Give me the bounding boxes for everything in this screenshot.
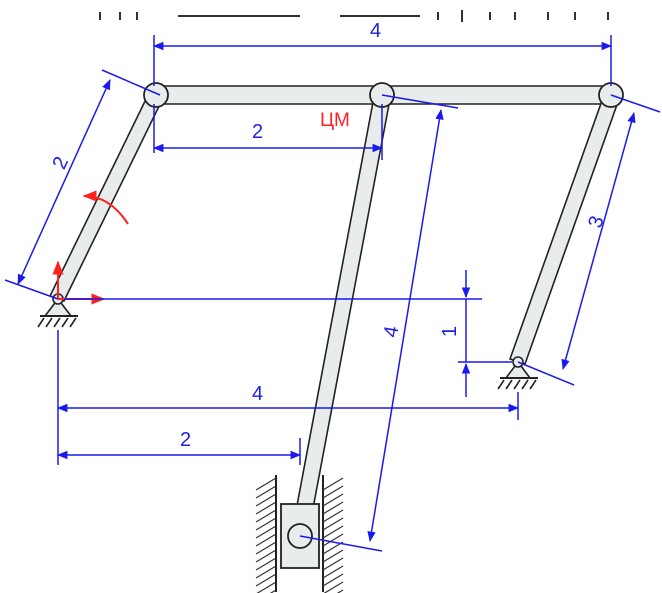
hatch-line [322, 485, 344, 499]
hatch-line [322, 501, 344, 515]
hatch-line [322, 525, 344, 539]
hatch-line [255, 485, 277, 499]
hatch-line [322, 509, 344, 523]
link-slider-rod [291, 96, 391, 536]
hatch-line [269, 589, 277, 593]
label-left-crank: 2 [48, 153, 73, 172]
hatch-line [323, 581, 344, 593]
link-left-crank [48, 92, 165, 302]
joints [143, 82, 624, 549]
hatch-line [256, 581, 277, 593]
label-slider-offset: 2 [180, 429, 191, 451]
label-top-length: 4 [370, 20, 381, 42]
hatch-line [255, 517, 277, 531]
hatch-line [255, 541, 277, 555]
hatch-line [255, 557, 277, 571]
pin-support-icon [497, 356, 538, 390]
hatch-line [255, 565, 277, 579]
hatch-line [322, 493, 344, 507]
mechanism-links [48, 85, 621, 536]
hatch-line [255, 533, 277, 547]
cropped-header-fragment [99, 10, 609, 22]
label-center-of-mass: ЦМ [320, 110, 350, 131]
hatch-line [255, 573, 277, 587]
hatch-line [322, 477, 344, 491]
hatch-line [255, 501, 277, 515]
label-ground-span: 4 [252, 383, 263, 405]
hatch-line [255, 477, 277, 491]
hatch-line [255, 509, 277, 523]
hatch-line [255, 549, 277, 563]
label-slider-rod: 4 [380, 324, 404, 339]
hatch-line [322, 557, 344, 571]
hatch-line [255, 525, 277, 539]
hatch-line [255, 493, 277, 507]
hatch-line [322, 573, 344, 587]
hatch-line [322, 565, 344, 579]
label-cm-offset: 2 [252, 121, 263, 143]
hatch-line [322, 549, 344, 563]
joint-top-left [143, 82, 169, 108]
hatch-line [336, 589, 344, 593]
hatch-line [322, 533, 344, 547]
label-height-diff: 1 [439, 326, 461, 337]
slider-guide [255, 475, 344, 593]
hatch-line [322, 517, 344, 531]
dimension-lines [4, 35, 661, 552]
